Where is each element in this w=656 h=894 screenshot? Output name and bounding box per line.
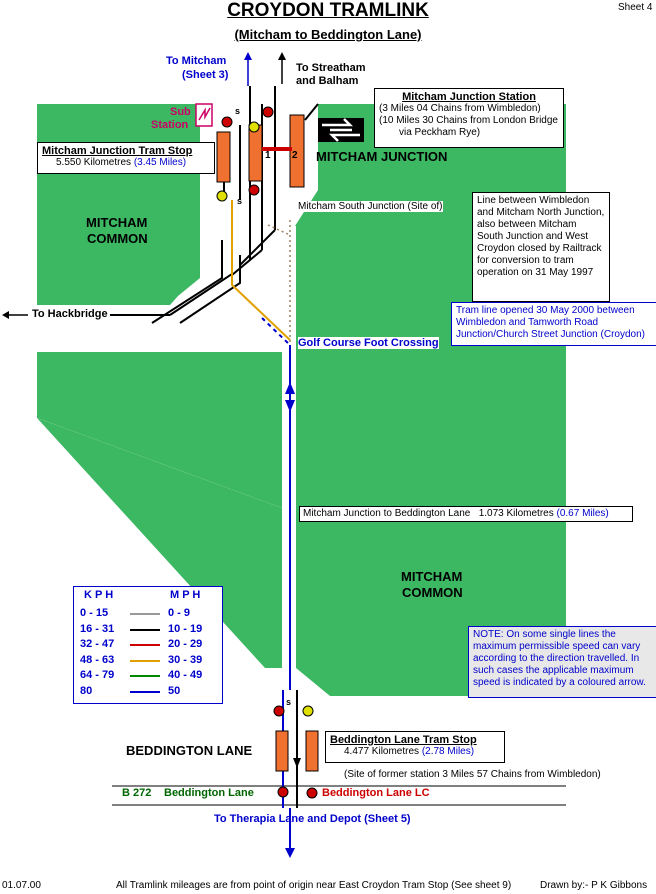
b272-label: B 272: [122, 787, 152, 799]
to-therapia-label: To Therapia Lane and Depot (Sheet 5): [214, 813, 411, 825]
legend-mph-value: 50: [168, 684, 181, 697]
mitcham-junction-label: MITCHAM JUNCTION: [316, 149, 448, 164]
sub-label: Sub: [170, 106, 191, 118]
british-rail-logo: [318, 118, 364, 142]
page-subtitle: (Mitcham to Beddington Lane): [234, 27, 422, 42]
beddington-lane-road-label: Beddington Lane: [164, 787, 254, 799]
platform-1-number: 1: [265, 150, 271, 161]
opened-note-box: Tram line opened 30 May 2000 between Wim…: [451, 302, 656, 346]
signal-s-label-1: s: [235, 106, 241, 116]
legend-kph-value: 16 - 31: [80, 622, 115, 635]
distance-km: 1.073 Kilometres: [478, 508, 554, 519]
former-station-label: (Site of former station 3 Miles 57 Chain…: [344, 769, 601, 780]
station-label: Station: [151, 119, 189, 131]
speed-note-box: NOTE: On some single lines the maximum p…: [468, 626, 656, 698]
mj-station-line3: via Peckham Rye): [399, 127, 481, 138]
sub-station-icon: [195, 103, 213, 127]
mitcham-common-area-west: [37, 104, 200, 305]
mitcham-common-label-2: MITCHAM: [401, 569, 463, 584]
hackbridge-curve-2: [151, 240, 223, 324]
mj-station-line2: (10 Miles 30 Chains from London Bridge: [379, 115, 558, 126]
closure-note-box: Line between Wimbledon and Mitcham North…: [472, 192, 610, 302]
mj-tram-miles: (3.45 Miles): [133, 157, 187, 168]
to-mitcham-sheet-label: (Sheet 3): [182, 69, 229, 81]
legend-line-swatch: [130, 644, 160, 646]
mj-station-title: Mitcham Junction Station: [402, 91, 536, 103]
footer-date: 01.07.00: [2, 880, 41, 891]
mitcham-south-junction-label: Mitcham South Junction (Site of): [298, 201, 443, 212]
legend-kph-value: 32 - 47: [80, 638, 115, 650]
and-balham-label: and Balham: [296, 75, 359, 87]
legend-kph-value: 80: [80, 684, 93, 697]
legend-kph-value: 0 - 15: [80, 607, 109, 619]
legend-mph-value: 40 - 49: [168, 669, 203, 681]
platform-bl-west: [275, 730, 289, 772]
sheet-number: Sheet 4: [618, 2, 653, 13]
legend-line-swatch: [130, 675, 160, 677]
legend-mph-value: 0 - 9: [168, 607, 191, 619]
to-streatham-label: To Streatham: [296, 62, 366, 74]
mj-station-line1: (3 Miles 04 Chains from Wimbledon): [379, 103, 541, 114]
legend-kph-header: K P H: [84, 589, 114, 601]
legend-mph-value: 10 - 19: [168, 622, 203, 635]
to-hackbridge-label: To Hackbridge: [32, 308, 108, 320]
mitcham-common-area-south: [37, 352, 282, 508]
to-mitcham-label: To Mitcham: [166, 55, 227, 67]
bl-tram-miles: (2.78 Miles): [421, 746, 475, 757]
legend-mph-value: 20 - 29: [168, 638, 203, 650]
legend-line-swatch: [130, 613, 160, 615]
legend-mph-value: 30 - 39: [168, 653, 203, 666]
platform-mj-tram: [216, 131, 231, 183]
golf-course-crossing-label: Golf Course Foot Crossing: [298, 337, 439, 349]
beddington-lane-label: BEDDINGTON LANE: [126, 743, 253, 758]
distance-label: Mitcham Junction to Beddington Lane: [303, 508, 471, 519]
legend-line-swatch: [130, 628, 160, 631]
beddington-lane-lc-label: Beddington Lane LC: [322, 787, 430, 799]
legend-kph-value: 48 - 63: [80, 653, 115, 666]
legend-line-swatch: [130, 659, 160, 662]
speed-legend: K P H M P H 0 - 15 0 - 9 16 - 31 10 - 19 32 …: [73, 586, 223, 704]
legend-mph-header: M P H: [170, 589, 201, 601]
bl-tram-box: Beddington Lane Tram Stop 4.477 Kilometr…: [325, 731, 505, 763]
mitcham-common-label-2b: COMMON: [402, 585, 463, 600]
tram-track-yellow: [231, 200, 291, 341]
mitcham-common-label-1: MITCHAM: [86, 215, 148, 230]
mj-tram-title: Mitcham Junction Tram Stop: [42, 145, 193, 157]
platform-bl-east: [305, 730, 319, 772]
footer-drawn-by: Drawn by:- P K Gibbons: [540, 880, 648, 891]
platform-2-number: 2: [292, 150, 298, 161]
distance-miles: (0.67 Miles): [556, 508, 609, 519]
signal-s-label-2: s: [237, 196, 243, 206]
mj-tram-box: Mitcham Junction Tram Stop 5.550 Kilomet…: [37, 142, 215, 174]
legend-kph-value: 64 - 79: [80, 669, 115, 681]
mj-tram-km: 5.550 Kilometres: [56, 157, 132, 168]
mj-station-box: Mitcham Junction Station (3 Miles 04 Cha…: [374, 88, 564, 148]
page-title: CROYDON TRAMLINK: [227, 0, 429, 21]
mitcham-common-label-1b: COMMON: [87, 231, 148, 246]
bl-tram-km: 4.477 Kilometres: [344, 746, 420, 757]
legend-line-swatch: [130, 690, 160, 693]
bl-tram-title: Beddington Lane Tram Stop: [330, 734, 477, 746]
footer-note: All Tramlink mileages are from point of …: [116, 880, 512, 891]
signal-s-label-3: s: [286, 697, 292, 707]
distance-box: Mitcham Junction to Beddington Lane 1.07…: [299, 506, 633, 522]
platform-mj-1: [248, 124, 263, 182]
